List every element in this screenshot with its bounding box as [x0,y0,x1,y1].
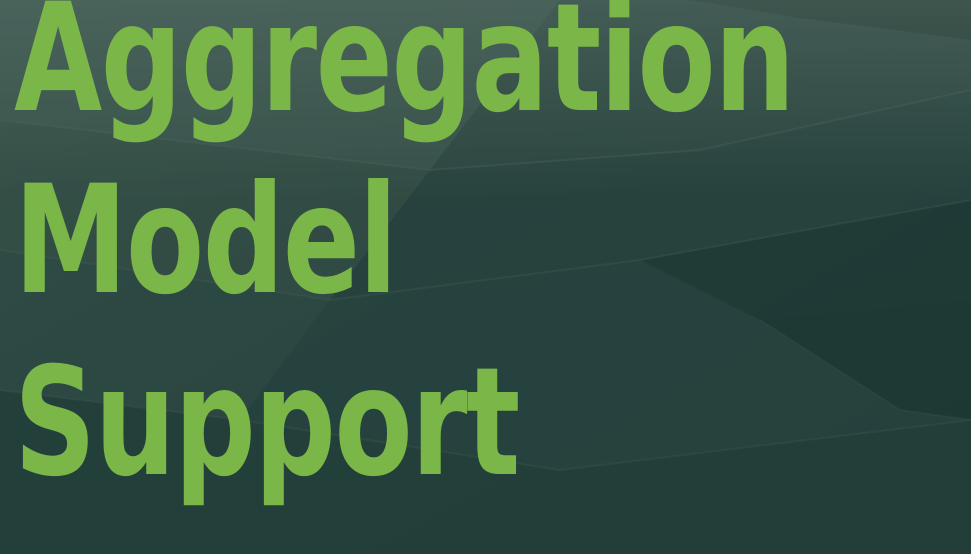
title-line-model: Model [14,154,398,328]
title-line-aggregation: Aggregation [14,0,795,146]
title-line-support: Support [14,336,520,510]
